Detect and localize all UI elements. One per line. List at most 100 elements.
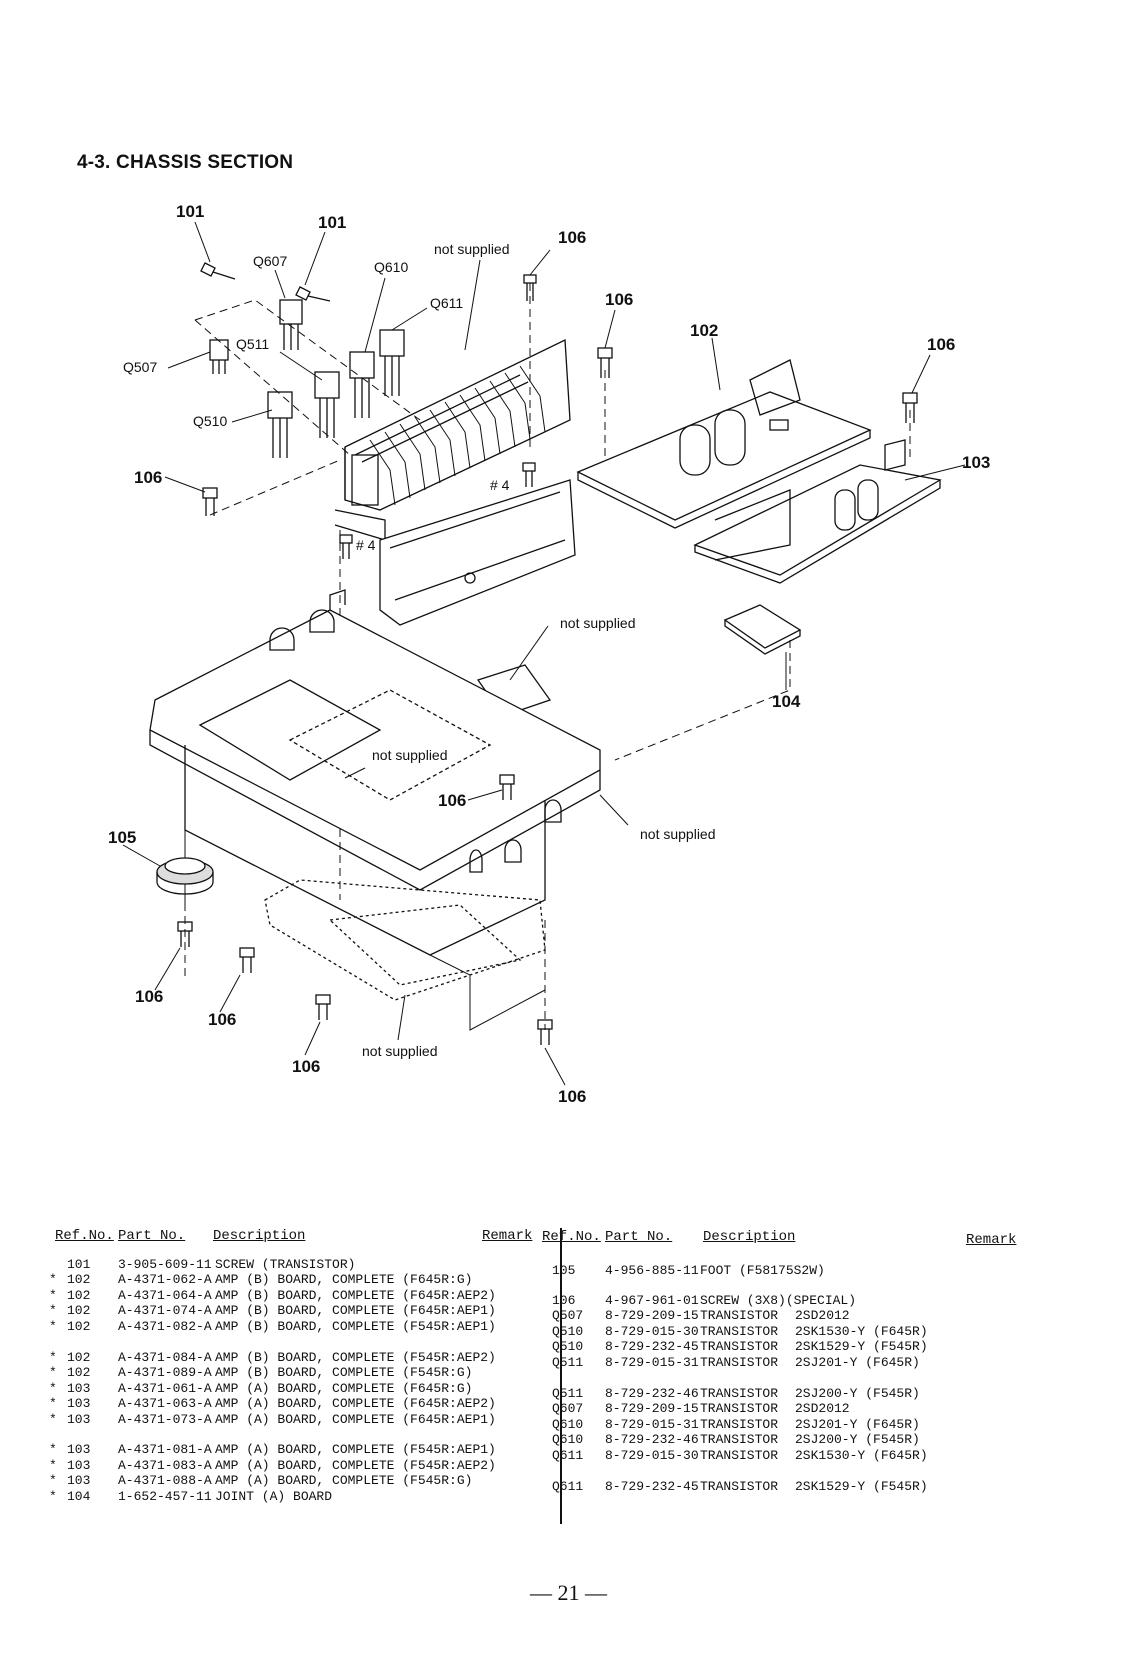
- left-row-mark: *: [49, 1473, 57, 1488]
- transistor-q510: [267, 391, 293, 458]
- left-row-part: A-4371-081-A: [118, 1442, 212, 1457]
- transistor-q507: [209, 339, 229, 374]
- screw-101a: [200, 262, 236, 280]
- left-row-mark: [49, 1257, 57, 1273]
- right-row-ref: Q511: [552, 1355, 584, 1370]
- right-row-ref: Q510: [552, 1339, 584, 1354]
- label-not-supplied-2: not supplied: [560, 615, 636, 631]
- left-row-mark: *: [49, 1288, 57, 1303]
- left-row-part: A-4371-083-A: [118, 1458, 212, 1473]
- right-row-ref: Q610: [552, 1417, 584, 1432]
- label-q611: Q611: [430, 295, 463, 311]
- right-row-part: 8-729-209-15: [605, 1308, 699, 1323]
- transistor-q611: [349, 351, 375, 418]
- right-row-part: 8-729-209-15: [605, 1401, 699, 1416]
- left-row-mark: *: [49, 1381, 57, 1396]
- left-row-mark: *: [49, 1412, 57, 1427]
- label-hash4a: # 4: [490, 477, 510, 493]
- left-row-ref: 103: [67, 1396, 91, 1411]
- label-hash4b: # 4: [356, 537, 376, 553]
- right-row-desc: FOOT (F58175S2W): [700, 1263, 825, 1278]
- screw-4a: [522, 462, 536, 487]
- label-106b: 106: [605, 290, 633, 309]
- heat-sink: [334, 338, 571, 541]
- left-row-part: A-4371-061-A: [118, 1381, 212, 1396]
- left-header-part: Part No.: [118, 1228, 186, 1244]
- left-row-desc: AMP (B) BOARD, COMPLETE (F545R:G): [215, 1365, 473, 1380]
- bracket: [379, 479, 576, 626]
- section-title: 4-3. CHASSIS SECTION: [77, 152, 294, 173]
- right-row-part: 8-729-232-45: [605, 1339, 699, 1354]
- right-row-part: 8-729-232-45: [605, 1479, 699, 1494]
- right-header-remark: Remark: [966, 1232, 1017, 1248]
- left-row-part: A-4371-089-A: [118, 1365, 212, 1380]
- screw-106-b3: [315, 994, 331, 1020]
- right-row-ref: 106: [552, 1293, 576, 1308]
- left-row-mark: *: [49, 1489, 57, 1504]
- right-row-note: 2SK1530-Y (F645R): [795, 1448, 928, 1463]
- label-q607: Q607: [253, 253, 287, 269]
- right-row-note: 2SK1529-Y (F545R): [795, 1479, 928, 1494]
- left-row-ref: 103: [67, 1458, 91, 1473]
- screw-106-b2: [239, 947, 255, 973]
- right-row-part: 8-729-232-46: [605, 1432, 699, 1447]
- label-106i: 106: [558, 1087, 586, 1106]
- right-row-ref: Q507: [552, 1308, 584, 1323]
- screw-106-b1: [177, 921, 193, 947]
- label-106e: 106: [438, 791, 466, 810]
- transistor-q511: [314, 371, 340, 438]
- label-101b: 101: [318, 213, 346, 232]
- screw-106-right: [902, 392, 918, 423]
- label-not-supplied-3: not supplied: [372, 747, 448, 763]
- label-106g: 106: [208, 1010, 236, 1029]
- right-row-part: 8-729-015-30: [605, 1324, 699, 1339]
- left-row-desc: SCREW (TRANSISTOR): [215, 1257, 356, 1272]
- right-row-desc: TRANSISTOR: [700, 1355, 779, 1370]
- left-row-desc: AMP (A) BOARD, COMPLETE (F645R:AEP2): [215, 1396, 496, 1411]
- label-not-supplied-4: not supplied: [640, 826, 716, 842]
- left-row-ref: 102: [67, 1319, 91, 1334]
- right-row-part: 8-729-232-46: [605, 1386, 699, 1401]
- right-row-note: 2SD2012: [795, 1308, 850, 1323]
- screw-106-b4: [537, 1019, 553, 1045]
- screw-4b: [339, 534, 353, 559]
- right-row-ref: Q610: [552, 1432, 584, 1447]
- left-row-part: A-4371-073-A: [118, 1412, 212, 1427]
- left-row-part: A-4371-063-A: [118, 1396, 212, 1411]
- left-row-mark: *: [49, 1365, 57, 1380]
- left-row-desc: AMP (B) BOARD, COMPLETE (F645R:AEP2): [215, 1288, 496, 1303]
- right-row-part: 4-967-961-01: [605, 1293, 699, 1308]
- left-row-desc: AMP (A) BOARD, COMPLETE (F545R:G): [215, 1473, 473, 1488]
- right-row-note: 2SJ200-Y (F545R): [795, 1432, 920, 1447]
- left-row-desc: AMP (B) BOARD, COMPLETE (F545R:AEP2): [215, 1350, 496, 1365]
- right-row-desc: TRANSISTOR: [700, 1401, 779, 1416]
- left-row-part: A-4371-064-A: [118, 1288, 212, 1303]
- right-row-note: 2SD2012: [795, 1401, 850, 1416]
- right-header-ref: Ref.No.: [542, 1229, 601, 1245]
- label-102: 102: [690, 321, 718, 340]
- label-not-supplied-1: not supplied: [434, 241, 510, 257]
- right-row-part: 8-729-015-31: [605, 1355, 699, 1370]
- label-101a: 101: [176, 202, 204, 221]
- right-row-desc: TRANSISTOR: [700, 1308, 779, 1323]
- left-row-ref: 104: [67, 1489, 91, 1504]
- right-row-desc: TRANSISTOR: [700, 1417, 779, 1432]
- left-row-part: A-4371-084-A: [118, 1350, 212, 1365]
- left-row-part: A-4371-074-A: [118, 1303, 212, 1318]
- left-row-mark: *: [49, 1350, 57, 1365]
- left-row-mark: *: [49, 1319, 57, 1334]
- left-row-desc: JOINT (A) BOARD: [215, 1489, 333, 1504]
- table-divider: [560, 1228, 562, 1524]
- left-row-ref: 103: [67, 1442, 91, 1457]
- left-row-mark: *: [49, 1303, 57, 1318]
- left-row-ref: 102: [67, 1303, 91, 1318]
- left-row-ref: 101: [67, 1257, 91, 1272]
- right-header-part: Part No.: [605, 1229, 673, 1245]
- right-row-ref: Q511: [552, 1386, 584, 1401]
- label-q610: Q610: [374, 259, 408, 275]
- right-row-note: 2SK1529-Y (F545R): [795, 1339, 928, 1354]
- page-number: — 21 —: [530, 1580, 607, 1605]
- left-row-mark: *: [49, 1396, 57, 1411]
- label-106c: 106: [927, 335, 955, 354]
- label-103: 103: [962, 453, 990, 472]
